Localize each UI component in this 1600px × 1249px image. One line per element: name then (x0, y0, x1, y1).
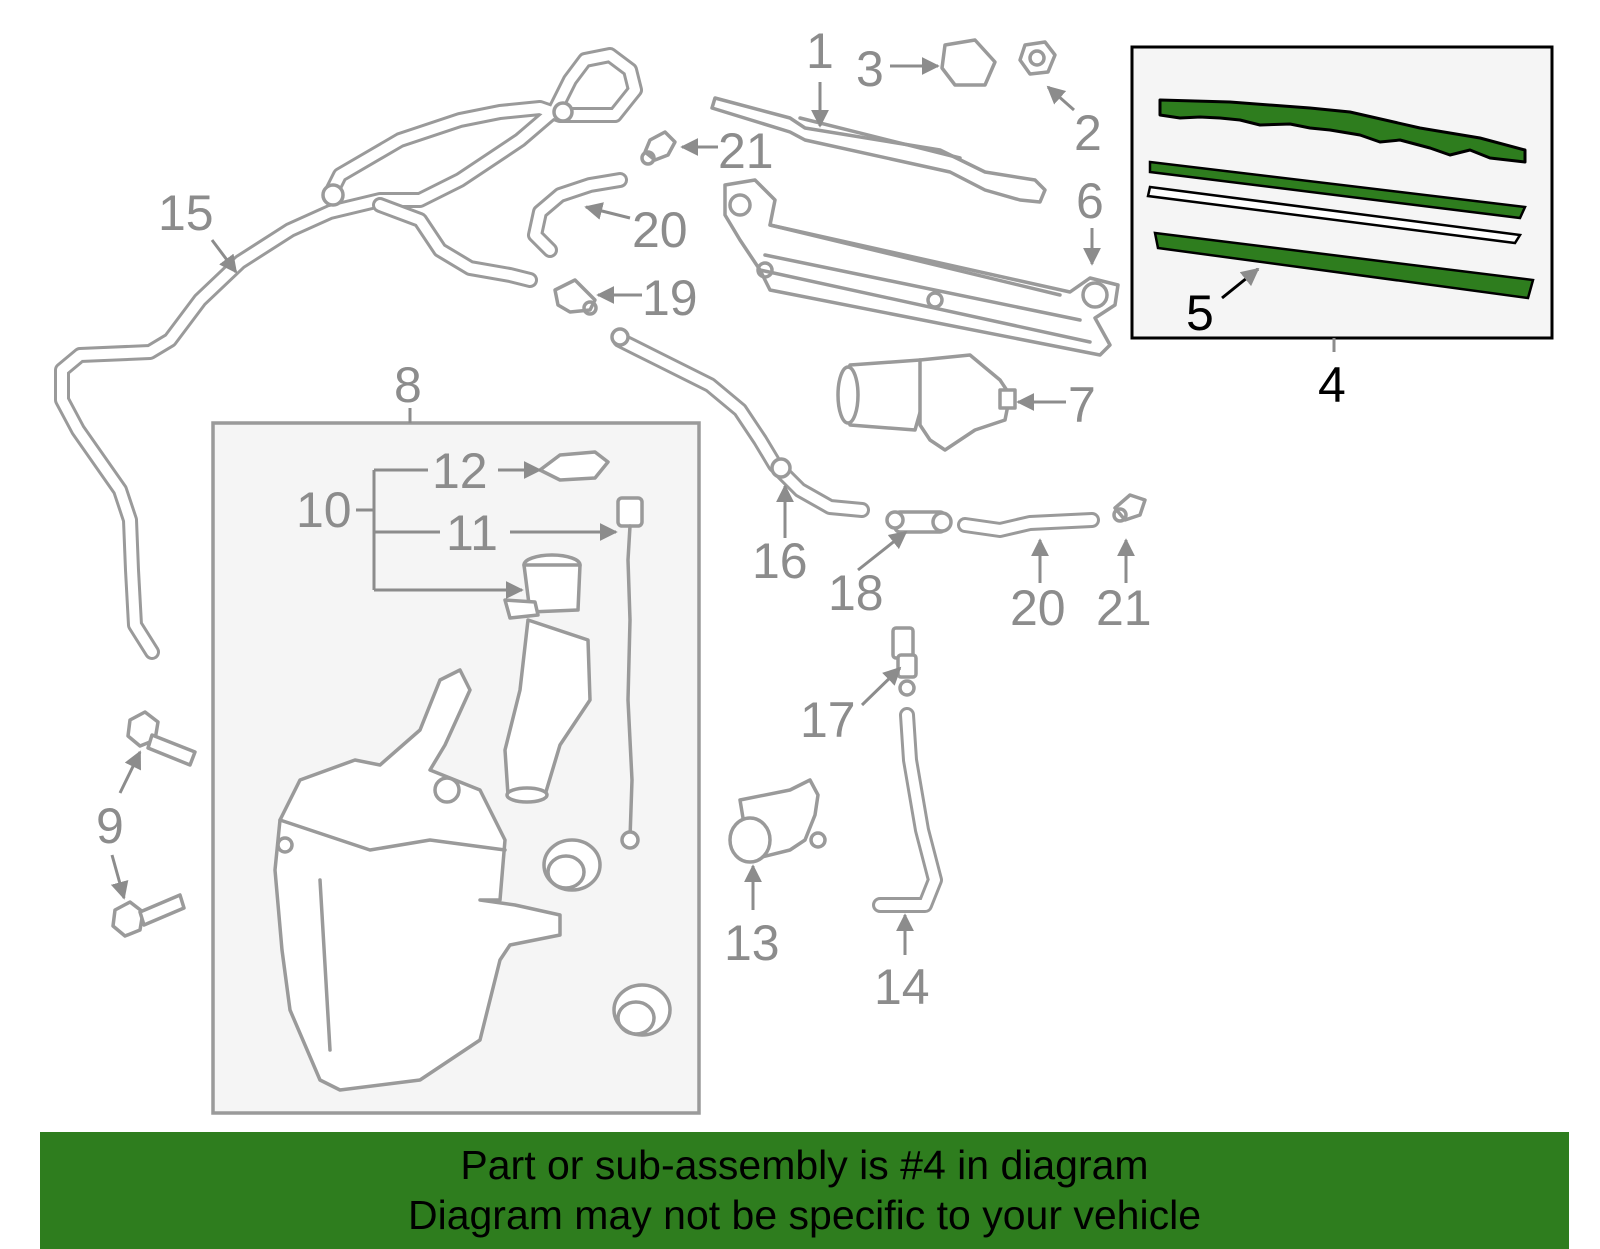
callout-19: 19 (642, 270, 698, 326)
joint-18[interactable] (885, 510, 953, 534)
callout-1: 1 (806, 23, 834, 79)
washer-tank[interactable] (273, 668, 562, 1092)
level-sensor-11[interactable] (616, 496, 644, 850)
filler-cap-12[interactable] (538, 450, 610, 482)
washer-hose-14[interactable] (872, 707, 943, 913)
filler-neck-10[interactable] (503, 553, 592, 804)
washer-hose-15[interactable] (54, 47, 643, 660)
nozzle-21-upper[interactable] (640, 130, 677, 166)
nut-2[interactable] (1018, 40, 1057, 76)
arm-cap-3[interactable] (940, 38, 997, 87)
callout-20-lower: 20 (1010, 580, 1066, 636)
callout-16: 16 (752, 533, 808, 589)
callout-15: 15 (158, 185, 214, 241)
callout-18: 18 (828, 565, 884, 621)
bolt-9-lower[interactable] (111, 893, 186, 938)
bolt-9-upper[interactable] (126, 710, 197, 767)
callout-12: 12 (432, 443, 488, 499)
callout-21-upper: 21 (718, 123, 774, 179)
grommet-upper[interactable] (542, 838, 602, 892)
callout-5: 5 (1186, 285, 1214, 341)
callout-21-lower: 21 (1096, 580, 1152, 636)
callout-13: 13 (724, 915, 780, 971)
callout-17: 17 (800, 692, 856, 748)
washer-hose-16[interactable] (610, 327, 870, 518)
callout-14: 14 (874, 959, 930, 1015)
washer-pump-13[interactable] (728, 778, 827, 864)
grommet-lower[interactable] (612, 983, 672, 1037)
callout-10: 10 (296, 482, 352, 538)
callout-8: 8 (394, 357, 422, 413)
callout-20-upper: 20 (632, 202, 688, 258)
wiper-linkage-6[interactable] (723, 178, 1120, 357)
callout-3: 3 (856, 41, 884, 97)
callout-2: 2 (1074, 105, 1102, 161)
leader-lines (110, 57, 1336, 955)
banner-line-1: Part or sub-assembly is #4 in diagram (460, 1142, 1149, 1188)
joint-19[interactable] (553, 278, 598, 316)
callout-9: 9 (96, 798, 124, 854)
wiper-blade-4[interactable] (1146, 98, 1527, 245)
callout-6: 6 (1076, 173, 1104, 229)
banner-line-2: Diagram may not be specific to your vehi… (407, 1192, 1201, 1238)
washer-hose-20-lower[interactable] (957, 512, 1100, 538)
callout-4: 4 (1318, 357, 1346, 413)
callout-11: 11 (446, 505, 498, 561)
nozzle-21-lower[interactable] (1112, 493, 1147, 523)
blade-refill-5[interactable] (1153, 231, 1535, 300)
info-banner: Part or sub-assembly is #4 in diagram Di… (40, 1132, 1569, 1249)
wiper-motor-7[interactable] (836, 353, 1017, 452)
check-valve-17[interactable] (891, 626, 918, 697)
callout-7: 7 (1068, 377, 1096, 433)
callout-labels: 1 3 2 6 7 21 20 19 15 8 12 10 11 16 18 2… (96, 23, 1346, 1015)
washer-hose-20-upper[interactable] (527, 172, 628, 258)
